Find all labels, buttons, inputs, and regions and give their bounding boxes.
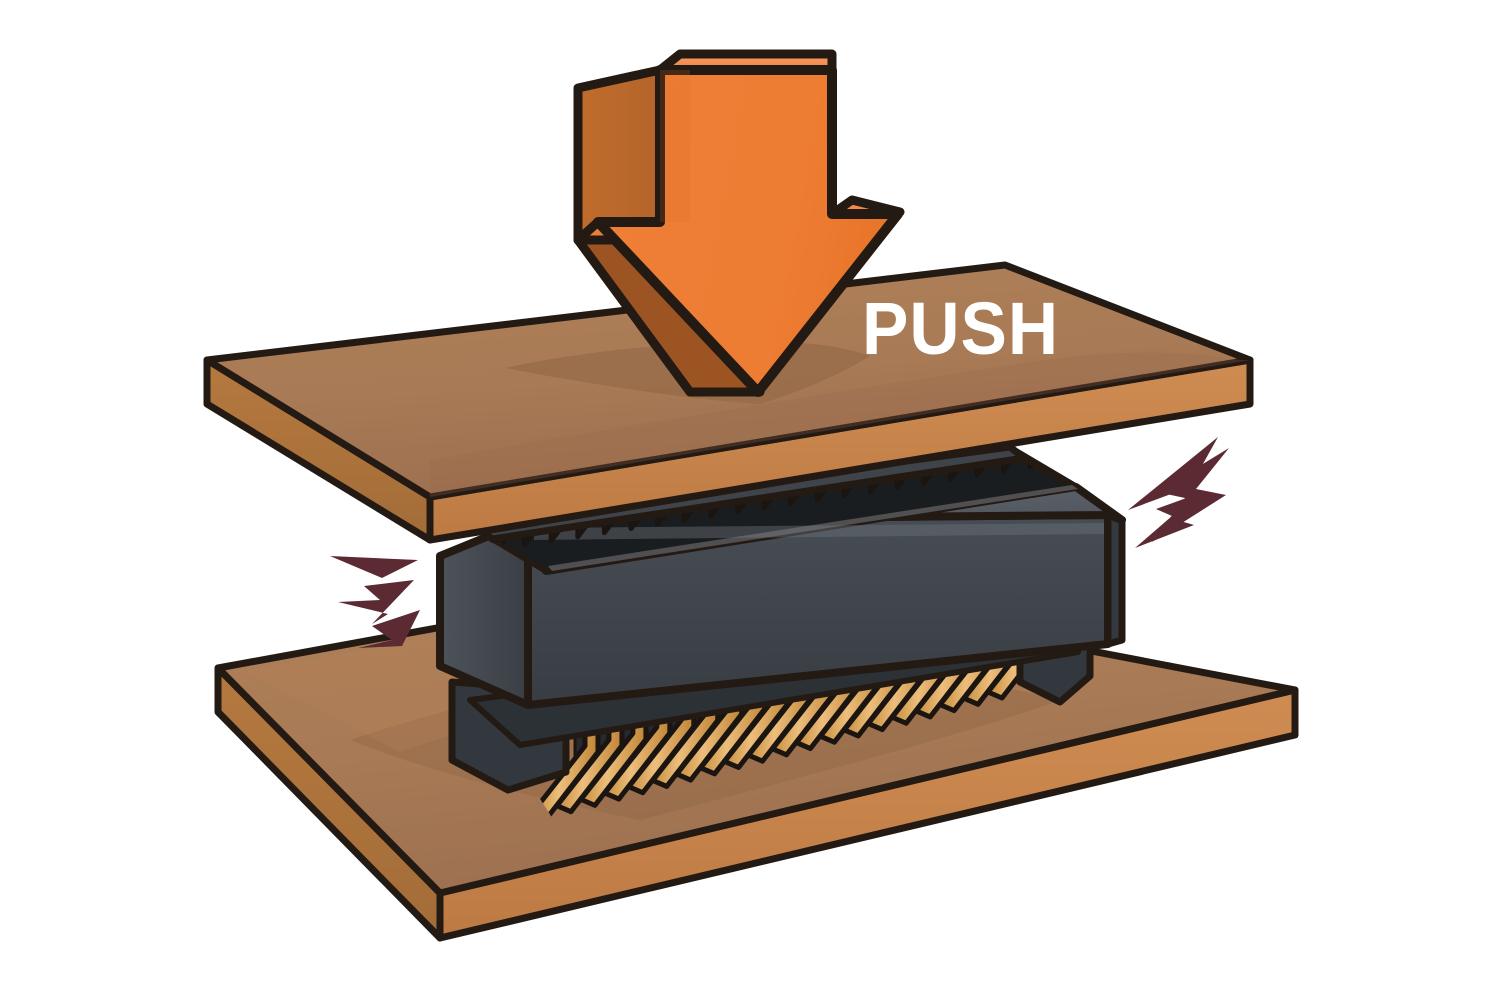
push-arrow <box>573 49 905 397</box>
contact-pin-gold <box>974 460 998 478</box>
top-board-shadow-band <box>430 352 1250 497</box>
impact-spike-left-upper <box>330 556 418 578</box>
contact-slot-dark <box>947 460 971 482</box>
contact-slot-dark <box>1000 460 1024 474</box>
impact-marks-right <box>1128 437 1229 548</box>
arrow-face-shading <box>660 70 690 222</box>
push-label: PUSH <box>862 287 1060 370</box>
impact-bolt-right-lower <box>1135 492 1203 548</box>
connector-rim-highlight <box>548 485 1078 571</box>
impact-spike-right-upper <box>1128 437 1218 510</box>
arrow-front-face <box>593 65 903 397</box>
connector-front-highlight <box>534 523 1104 540</box>
impact-spike-left-lower <box>358 610 420 648</box>
impact-marks-left <box>330 556 420 648</box>
impact-bolt-left-main <box>338 580 414 624</box>
